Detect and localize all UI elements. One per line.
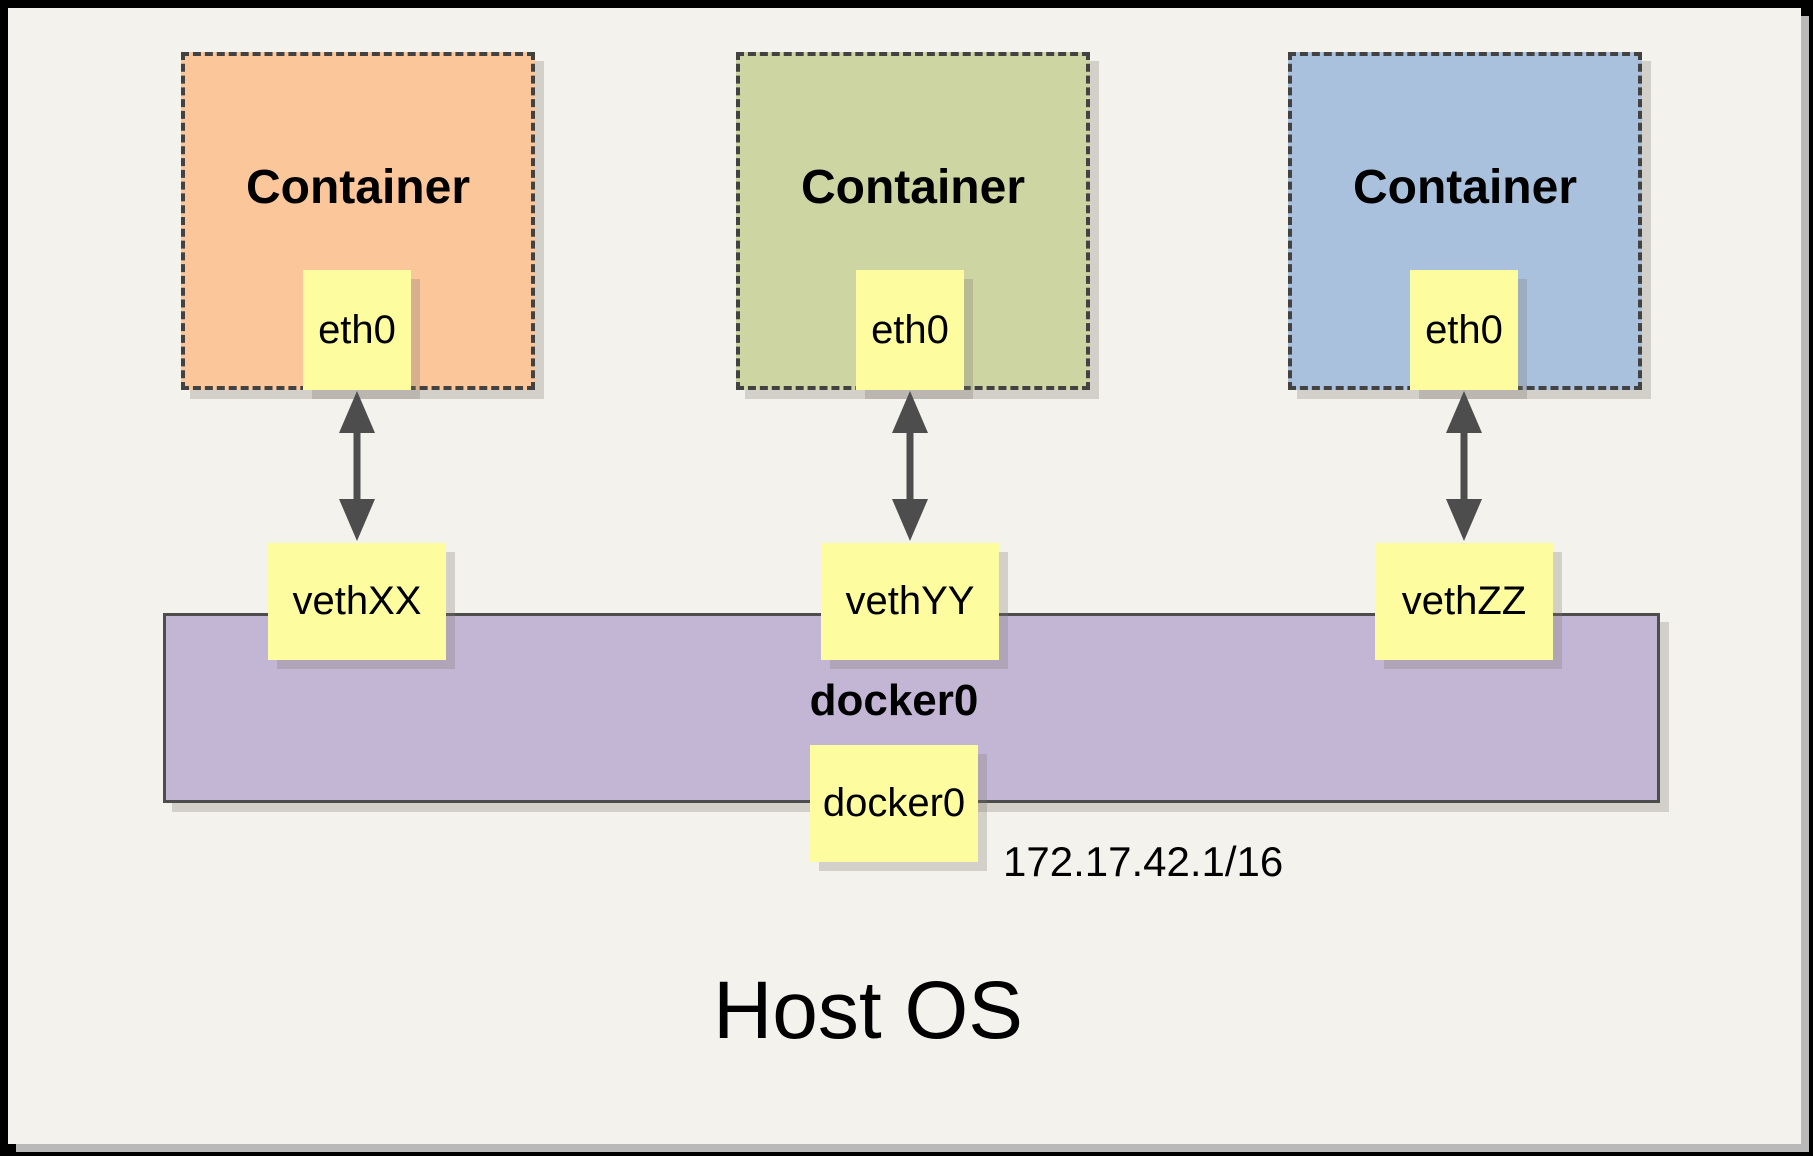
eth0-box-2: eth0: [856, 270, 964, 390]
diagram-canvas: Container eth0 vethXX Container eth0 vet…: [8, 8, 1801, 1144]
double-arrow-connector-2: [892, 391, 928, 541]
double-arrow-connector-1: [339, 391, 375, 541]
veth-box-1: vethXX: [268, 543, 446, 660]
veth-box-3: vethZZ: [1375, 543, 1553, 660]
eth0-box-1: eth0: [303, 270, 411, 390]
host-os-label: Host OS: [713, 965, 1023, 1056]
docker0-interface-box: docker0: [810, 745, 978, 862]
container-title-2: Container: [800, 161, 1025, 214]
container-title-1: Container: [245, 161, 470, 214]
double-arrow-connector-3: [1446, 391, 1482, 541]
docker0-bridge-title: docker0: [809, 676, 979, 725]
eth0-box-3: eth0: [1410, 270, 1518, 390]
container-title-3: Container: [1352, 161, 1577, 214]
docker0-ip-label: 172.17.42.1/16: [1003, 838, 1284, 885]
veth-box-2: vethYY: [821, 543, 999, 660]
